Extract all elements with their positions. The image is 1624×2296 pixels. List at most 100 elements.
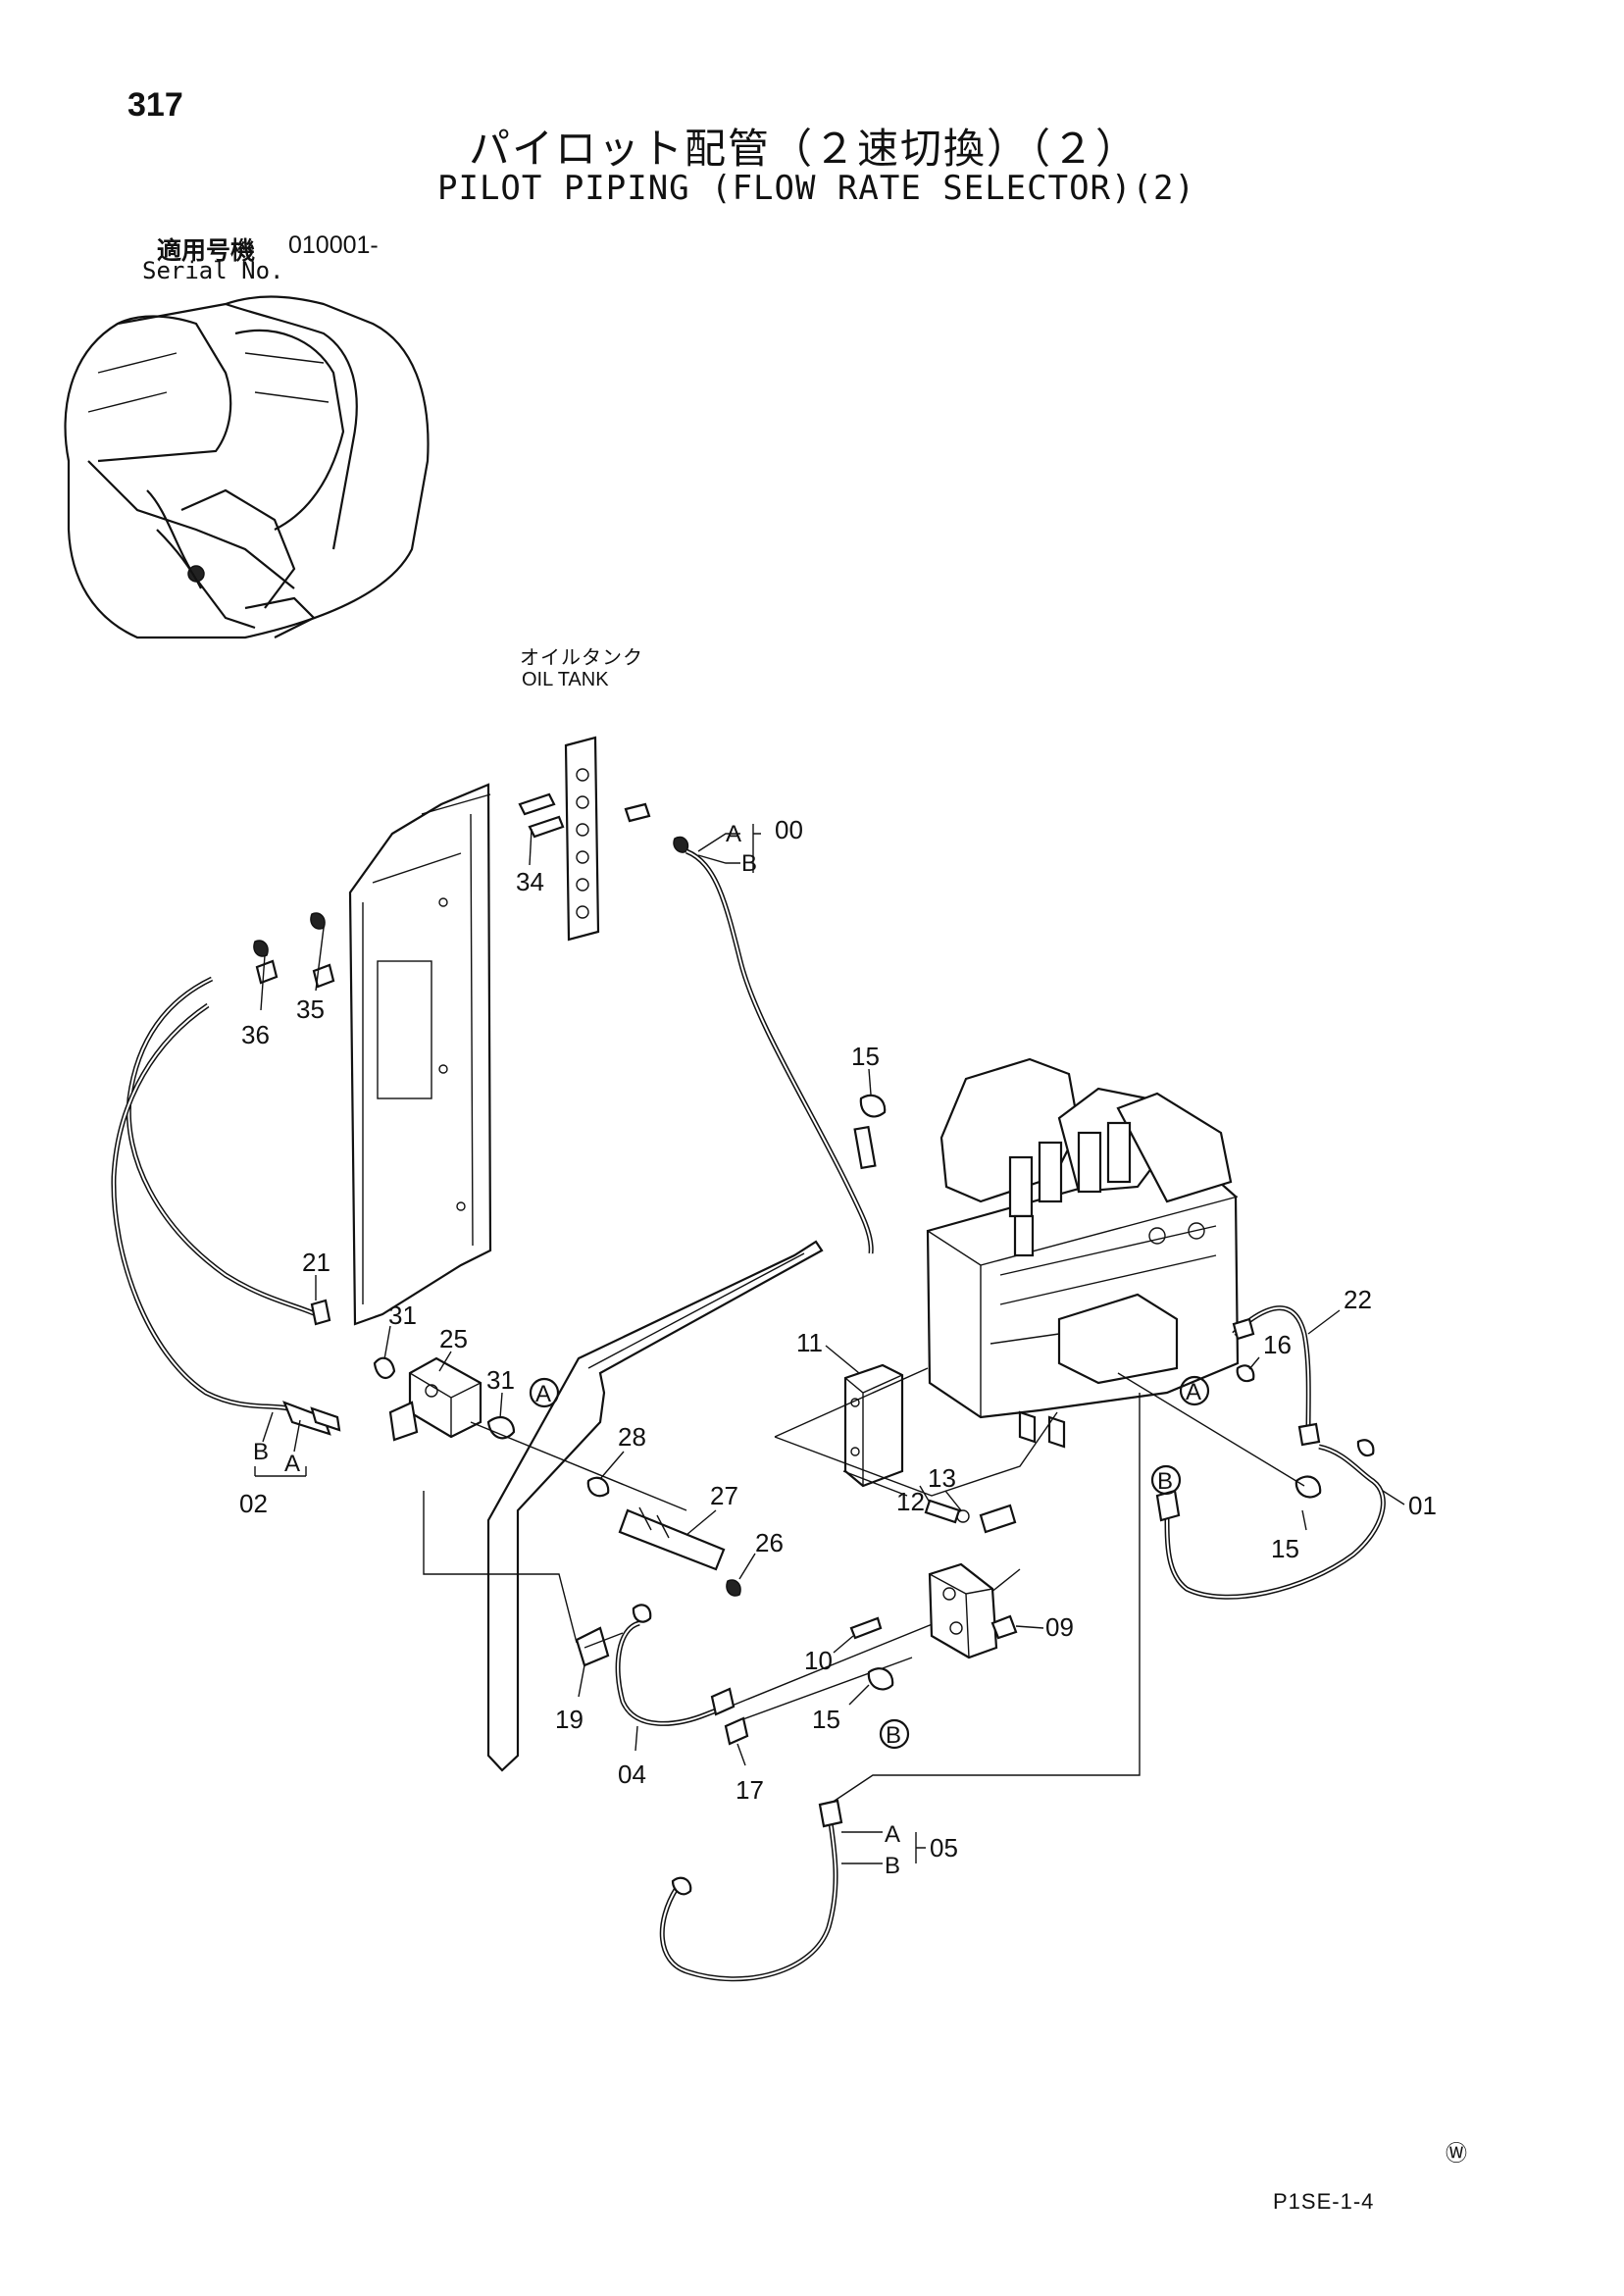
callout-13: 13 [928, 1463, 956, 1493]
callout-26: 26 [755, 1528, 784, 1557]
callout-16: 16 [1263, 1330, 1292, 1359]
callout-36: 36 [241, 1020, 270, 1049]
fitting-near-12 [979, 1504, 1017, 1534]
leader-28 [599, 1451, 625, 1480]
cylinder-27 [470, 1421, 741, 1597]
fitting-15-top [859, 1094, 887, 1118]
hose-02 [111, 1002, 295, 1413]
callout-01: 01 [1408, 1491, 1437, 1520]
leader-19 [578, 1664, 585, 1698]
leader-15-lower [848, 1684, 870, 1706]
callout-17: 17 [736, 1775, 764, 1805]
pipe-line-02-to-19 [423, 1491, 578, 1644]
callout-11: 11 [796, 1328, 823, 1357]
callout-21: 21 [302, 1248, 330, 1277]
leader-04 [634, 1725, 638, 1752]
serial-number-value: 010001- [288, 231, 379, 259]
svg-text:B: B [253, 1439, 269, 1465]
leader-15-top [868, 1068, 872, 1096]
leader-35 [315, 927, 325, 992]
leader-34 [529, 828, 533, 866]
callout-25: 25 [439, 1324, 468, 1353]
leader-10 [833, 1635, 854, 1654]
svg-text:A: A [284, 1451, 300, 1477]
bracket-plate [348, 783, 492, 1326]
solenoid-valve-25 [373, 1356, 516, 1442]
reference-marker-A-right: A [1179, 1375, 1210, 1406]
oil-tank-manifold-plate [564, 736, 689, 942]
machine-overview-illustration [64, 295, 430, 639]
leader-16 [1248, 1356, 1260, 1370]
pipe-line-05 [828, 1393, 1141, 1806]
page-number: 317 [127, 86, 183, 124]
svg-text:A: A [1186, 1379, 1201, 1405]
fitting-15-right [1294, 1475, 1322, 1499]
svg-text:B: B [885, 1853, 900, 1879]
callout-15-right: 15 [1271, 1534, 1299, 1563]
callout-27: 27 [710, 1481, 738, 1510]
svg-text:B: B [1157, 1468, 1173, 1495]
callout-28: 28 [618, 1422, 646, 1452]
leader-31-left [383, 1325, 391, 1360]
fitting-15-lower [867, 1667, 894, 1691]
reference-marker-B-lower: B [879, 1718, 910, 1750]
fitting-19 [575, 1626, 610, 1667]
oil-tank-label-japanese: オイルタンク [520, 645, 643, 669]
bolt-12 [924, 1499, 961, 1524]
page-title-japanese: パイロット配管（２速切換）（２） [469, 125, 1140, 173]
callout-group-05: A B 05 [841, 1821, 958, 1879]
page-title-english: PILOT PIPING (FLOW RATE SELECTOR)(2) [437, 169, 1195, 208]
footer-reference-code: P1SE-1-4 [1273, 2189, 1375, 2214]
bolt-10 [849, 1616, 883, 1640]
leader-12 [919, 1485, 931, 1504]
leader-17 [736, 1743, 746, 1766]
svg-text:B: B [886, 1722, 901, 1749]
washer-13 [956, 1509, 970, 1523]
svg-text:B: B [741, 850, 757, 877]
bracket-11 [843, 1363, 904, 1488]
leader-09 [1015, 1625, 1044, 1629]
reference-marker-B-right: B [1150, 1464, 1182, 1496]
svg-text:A: A [535, 1381, 551, 1407]
leader-25 [438, 1351, 452, 1372]
svg-text:05: 05 [930, 1833, 958, 1862]
oil-tank-label-english: OIL TANK [522, 669, 609, 690]
callout-15-lower: 15 [812, 1705, 840, 1734]
valve-09 [928, 1562, 1018, 1659]
leader-01 [1382, 1490, 1405, 1505]
callout-31-left: 31 [388, 1301, 417, 1330]
svg-text:A: A [885, 1821, 900, 1848]
fitting-17 [724, 1716, 749, 1746]
callout-group-00: A B 00 [697, 815, 803, 877]
leader-22 [1307, 1309, 1341, 1335]
support-bar [486, 1240, 824, 1772]
callout-22: 22 [1344, 1285, 1372, 1314]
callout-04: 04 [618, 1760, 646, 1789]
svg-text:00: 00 [775, 815, 803, 844]
svg-text:A: A [726, 821, 741, 847]
footer-w-mark: Ⓦ [1446, 2141, 1468, 2166]
callout-35: 35 [296, 995, 325, 1024]
leader-15-right [1117, 1372, 1305, 1487]
hose-21 [126, 976, 318, 1317]
callout-19: 19 [555, 1705, 584, 1734]
callout-group-02: B A 02 [239, 1411, 307, 1518]
leader-26 [738, 1553, 756, 1580]
leader-27 [685, 1509, 717, 1536]
serial-label-japanese: 適用号機 [157, 236, 256, 265]
serial-label-english: Serial No. [142, 257, 284, 284]
reference-marker-A-left: A [529, 1377, 560, 1408]
fitting-16 [1236, 1364, 1255, 1383]
leader-36 [260, 954, 266, 1011]
reference-outline [774, 1367, 1058, 1497]
callout-09: 09 [1045, 1612, 1074, 1642]
callout-15-top: 15 [851, 1042, 880, 1071]
callout-12: 12 [896, 1487, 925, 1516]
fitting-34 [518, 792, 565, 839]
hose-04 [615, 1620, 731, 1726]
svg-text:02: 02 [239, 1489, 268, 1518]
leader-13 [944, 1490, 962, 1511]
callout-31-right: 31 [486, 1365, 515, 1395]
leader-11 [825, 1345, 860, 1374]
